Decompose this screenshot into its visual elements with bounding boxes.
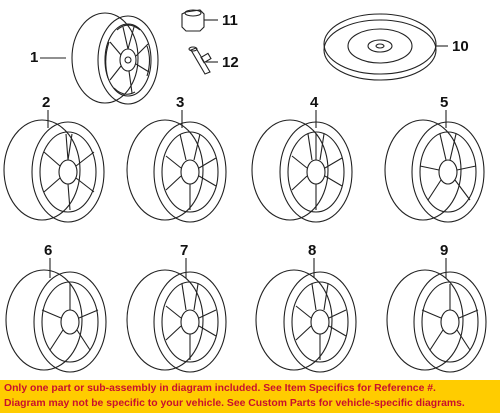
callout-5: 5 [440,94,449,111]
callout-3: 3 [176,94,185,111]
spare-tire-drawing [323,13,448,81]
callout-8: 8 [308,242,317,259]
disclaimer-line-1: Only one part or sub-assembly in diagram… [4,383,436,394]
wheel-8-drawing [255,258,357,373]
wheel-2-drawing [3,110,105,223]
wheel-1-drawing [40,12,159,105]
wheel-6-drawing [5,258,107,373]
wheel-9-drawing [386,258,487,373]
wheel-3-drawing [126,110,227,223]
callout-2: 2 [42,94,51,111]
wheel-7-drawing [126,258,227,373]
callout-9: 9 [440,242,449,259]
wheel-diagram [3,9,487,373]
callout-10: 10 [452,38,469,55]
callout-1: 1 [30,49,39,66]
lug-nut-drawing [181,9,218,32]
disclaimer-line-2: Diagram may not be specific to your vehi… [4,398,465,409]
callout-12: 12 [222,54,239,71]
wheel-4-drawing [251,110,353,223]
wheel-5-drawing [384,110,485,223]
callout-11: 11 [222,12,238,29]
callout-7: 7 [180,242,189,259]
callout-6: 6 [44,242,53,259]
callout-4: 4 [310,94,319,111]
disclaimer-banner: Only one part or sub-assembly in diagram… [0,380,500,413]
valve-stem-drawing [188,46,218,75]
